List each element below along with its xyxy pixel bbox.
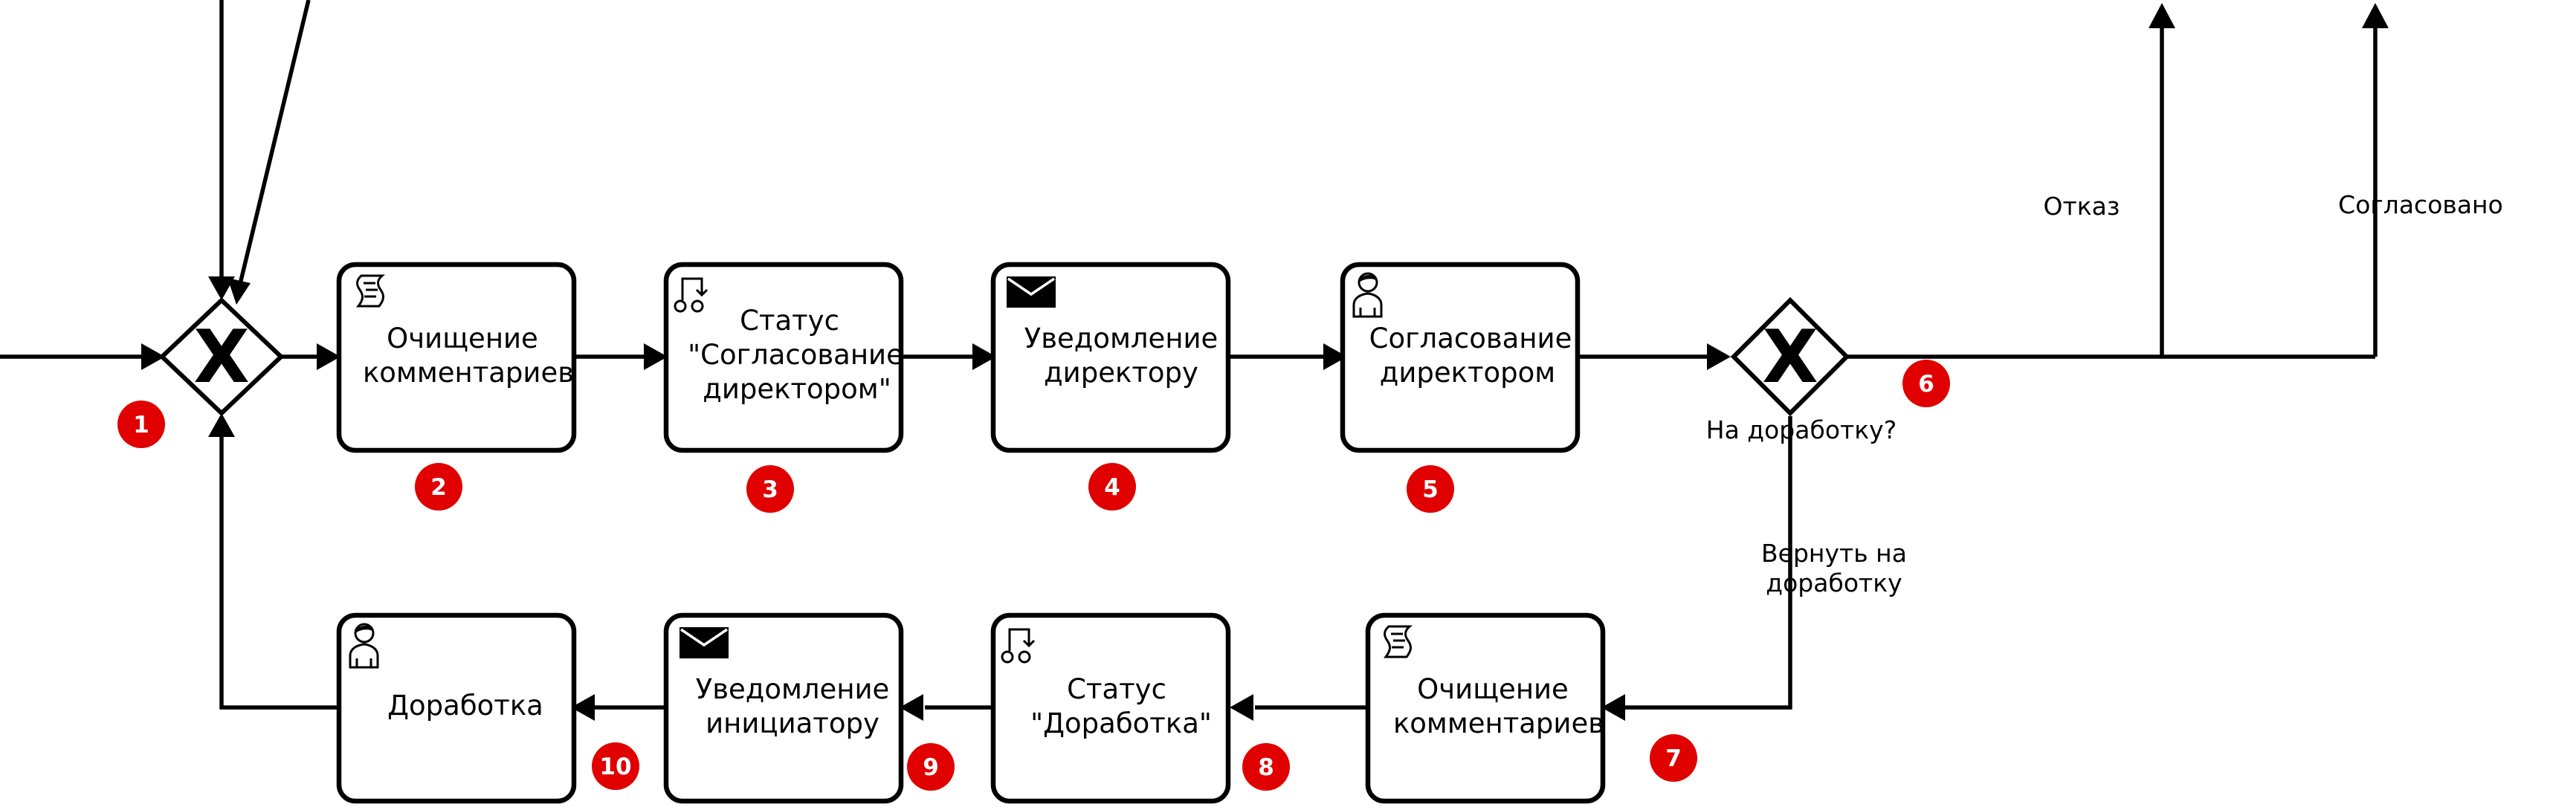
user-icon bbox=[1352, 272, 1383, 318]
task-3-label-line2: "Согласование bbox=[688, 339, 903, 371]
envelope-icon bbox=[1007, 276, 1056, 308]
task-10-label-line1: Доработка bbox=[387, 690, 543, 722]
step-badge: 7 bbox=[1650, 734, 1697, 782]
task-5-label-line1: Согласование bbox=[1369, 323, 1572, 354]
task-rework[interactable]: Доработка bbox=[336, 612, 577, 804]
svg-text:2: 2 bbox=[430, 474, 447, 501]
task-notify-director[interactable]: Уведомление директору bbox=[990, 262, 1231, 453]
user-icon bbox=[349, 623, 379, 669]
task-status-director-approval[interactable]: Статус "Согласование директором" bbox=[663, 262, 904, 453]
arrowhead-merge-top bbox=[208, 276, 235, 300]
task-status-rework[interactable]: Статус "Доработка" bbox=[990, 612, 1231, 804]
task-8-label-line2: "Доработка" bbox=[1030, 707, 1212, 739]
edge-label-approved: Согласовано bbox=[2338, 190, 2503, 219]
arrowhead-task2 bbox=[317, 343, 340, 370]
envelope-icon bbox=[679, 627, 729, 658]
step-badge: 6 bbox=[1902, 360, 1950, 407]
svg-text:4: 4 bbox=[1104, 474, 1120, 501]
task-9-label-line2: инициатору bbox=[706, 707, 879, 739]
arrowhead-task4 bbox=[972, 343, 996, 370]
sequence-flows bbox=[0, 0, 2378, 710]
svg-text:3: 3 bbox=[762, 476, 778, 503]
task-7-label-line1: Очищение bbox=[1417, 673, 1569, 705]
svg-text:10: 10 bbox=[599, 754, 631, 780]
step-badge: 5 bbox=[1407, 465, 1454, 513]
task-director-approval[interactable]: Согласование директором bbox=[1340, 262, 1581, 453]
flow-decision-to-task7 bbox=[1622, 416, 1792, 710]
task-clear-comments-2[interactable]: Очищение комментариев bbox=[1365, 612, 1606, 804]
arrowhead-reject bbox=[2149, 3, 2175, 28]
svg-text:8: 8 bbox=[1258, 754, 1274, 781]
task-9-label-line1: Уведомление bbox=[696, 673, 890, 705]
step-badge: 2 bbox=[415, 463, 462, 511]
service-icon bbox=[1001, 628, 1036, 664]
task-2-label-line2: комментариев bbox=[363, 357, 574, 389]
service-icon bbox=[674, 277, 708, 313]
step-badge: 3 bbox=[746, 465, 794, 513]
edge-label-return-line2: доработку bbox=[1766, 568, 1902, 597]
arrowhead-task10 bbox=[571, 694, 595, 721]
task-2-label-line1: Очищение bbox=[387, 323, 538, 354]
task-8-label-line1: Статус bbox=[1067, 673, 1166, 705]
svg-text:7: 7 bbox=[1665, 745, 1682, 772]
task-4-label-line2: директору bbox=[1044, 357, 1198, 389]
script-icon bbox=[355, 274, 386, 308]
arrowheads bbox=[141, 3, 2389, 721]
arrowhead-approved bbox=[2362, 3, 2389, 28]
task-3-label-line3: директором" bbox=[703, 373, 891, 405]
task-3-label-line1: Статус bbox=[740, 305, 839, 337]
task-4-label-line1: Уведомление bbox=[1024, 323, 1218, 354]
arrowhead-merge-bottom bbox=[208, 413, 235, 437]
svg-text:5: 5 bbox=[1422, 476, 1439, 503]
edge-label-reject: Отказ bbox=[2044, 192, 2120, 221]
task-notify-initiator[interactable]: Уведомление инициатору bbox=[663, 612, 904, 804]
arrowhead-task7 bbox=[1601, 694, 1625, 721]
task-7-label-line2: комментариев bbox=[1393, 707, 1604, 739]
script-icon bbox=[1383, 625, 1413, 658]
flow-top-in-diagonal bbox=[238, 0, 311, 285]
arrowhead-task3 bbox=[644, 343, 668, 370]
svg-text:9: 9 bbox=[923, 754, 939, 781]
arrowhead-task5 bbox=[1323, 343, 1347, 370]
svg-text:1: 1 bbox=[133, 412, 149, 438]
task-clear-comments-1[interactable]: Очищение комментариев bbox=[336, 262, 577, 453]
merge-gateway-x-icon: X bbox=[193, 315, 250, 400]
task-5-label-line2: директором bbox=[1380, 357, 1555, 389]
edge-label-return-line1: Вернуть на bbox=[1761, 539, 1907, 568]
merge-gateway[interactable]: X bbox=[158, 297, 285, 417]
step-badge: 10 bbox=[592, 742, 639, 790]
decision-gateway-x-icon: X bbox=[1762, 315, 1818, 400]
decision-gateway[interactable]: X bbox=[1730, 297, 1850, 417]
arrowhead-decision bbox=[1707, 343, 1731, 370]
step-badge: 9 bbox=[907, 743, 955, 791]
arrowhead-task8 bbox=[1230, 694, 1253, 721]
arrowhead-merge-left bbox=[141, 343, 165, 370]
step-badges: 1 2 3 4 5 6 7 8 bbox=[117, 360, 1950, 791]
arrowhead-task9 bbox=[900, 694, 923, 721]
decision-gateway-label: На доработку? bbox=[1706, 415, 1897, 444]
arrowhead-merge-diagonal bbox=[227, 278, 251, 305]
step-badge: 4 bbox=[1088, 463, 1136, 511]
step-badge: 8 bbox=[1242, 743, 1290, 791]
svg-text:6: 6 bbox=[1918, 371, 1934, 398]
step-badge: 1 bbox=[117, 401, 165, 448]
flow-task10-to-merge bbox=[219, 435, 339, 710]
